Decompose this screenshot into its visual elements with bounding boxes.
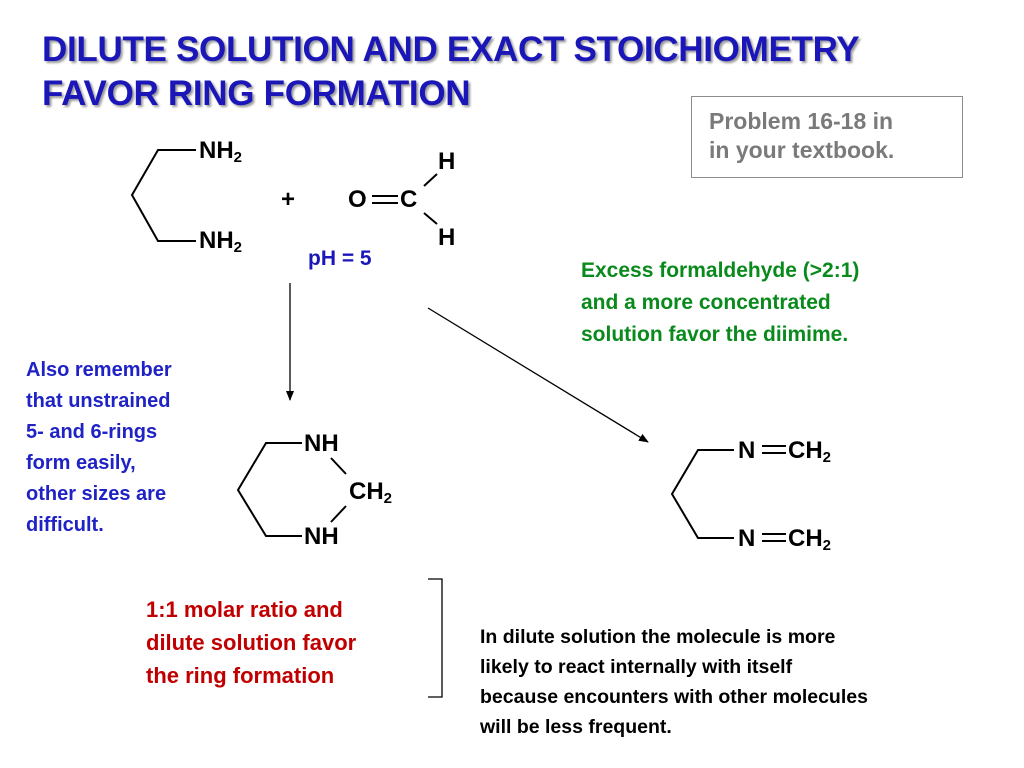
diimine-ch2-top: CH2: [788, 437, 832, 466]
diimine-product-bonds: [670, 445, 786, 542]
diamine-bottom-amine: NH2: [199, 227, 243, 256]
diamine-top-amine: NH2: [199, 137, 243, 166]
note-line: 5- and 6-rings: [26, 421, 158, 443]
note-line: because encounters with other molecules: [480, 686, 868, 708]
ring-size-note: Also remember that unstrained 5- and 6-r…: [26, 355, 172, 541]
note-line: will be less frequent.: [480, 716, 672, 738]
diimine-n-top: N: [738, 437, 756, 464]
formaldehyde-h-bottom: H: [438, 224, 456, 251]
ph-condition: pH = 5: [308, 247, 372, 270]
note-line: likely to react internally with itself: [480, 656, 793, 678]
bracket: [428, 578, 443, 698]
page-title: DILUTE SOLUTION AND EXACT STOICHIOMETRY …: [42, 28, 860, 116]
ring-product-bonds: [236, 442, 347, 537]
formaldehyde-bonds: [372, 173, 438, 225]
diimine-condition-note: Excess formaldehyde (>2:1) and a more co…: [581, 255, 859, 351]
ring-nh-bottom: NH: [304, 523, 339, 550]
note-line: Also remember: [26, 359, 172, 381]
arrow-to-diimine-product: [427, 307, 649, 443]
note-line: form easily,: [26, 452, 136, 474]
plus-sign: +: [281, 186, 296, 213]
note-line: Excess formaldehyde (>2:1): [581, 259, 860, 282]
note-line: the ring formation: [146, 663, 335, 688]
problem-reference-box: Problem 16-18 in in your textbook.: [691, 96, 963, 178]
formaldehyde-oxygen: O: [348, 186, 367, 213]
note-line: that unstrained: [26, 390, 171, 412]
formaldehyde-h-top: H: [438, 148, 456, 175]
note-line: solution favor the diimime.: [581, 323, 849, 346]
title-line-1: DILUTE SOLUTION AND EXACT STOICHIOMETRY: [42, 30, 860, 69]
note-line: and a more concentrated: [581, 291, 831, 314]
dilution-explanation-note: In dilute solution the molecule is more …: [480, 622, 868, 742]
ring-nh-top: NH: [304, 430, 339, 457]
note-line: difficult.: [26, 514, 104, 536]
diamine-bond-lines: [130, 149, 196, 242]
ring-condition-note: 1:1 molar ratio and dilute solution favo…: [146, 593, 356, 692]
diimine-n-bottom: N: [738, 525, 756, 552]
diimine-ch2-bottom: CH2: [788, 525, 832, 554]
note-line: dilute solution favor: [146, 630, 357, 655]
title-line-2: FAVOR RING FORMATION: [42, 74, 471, 113]
note-line: other sizes are: [26, 483, 167, 505]
note-line: In dilute solution the molecule is more: [480, 626, 836, 648]
ring-ch2: CH2: [349, 478, 393, 507]
formaldehyde-carbon: C: [400, 186, 418, 213]
problem-reference-line-2: in your textbook.: [709, 137, 895, 163]
problem-reference-line-1: Problem 16-18 in: [709, 108, 894, 134]
note-line: 1:1 molar ratio and: [146, 597, 343, 622]
